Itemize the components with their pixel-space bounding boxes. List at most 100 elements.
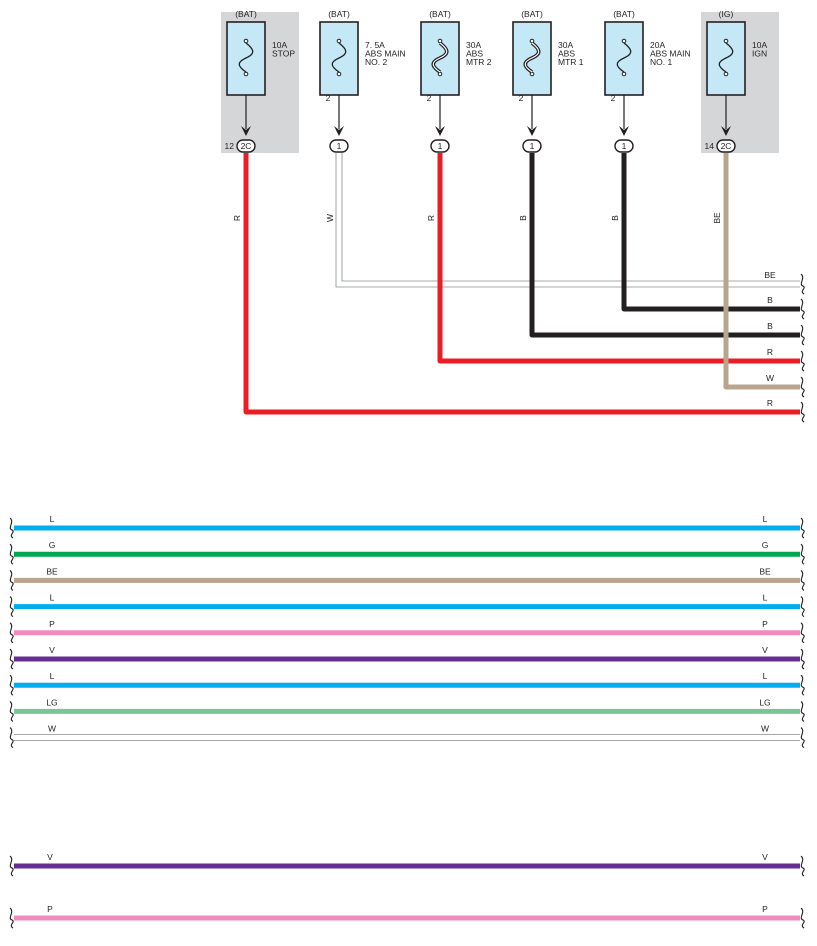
fuse-source-label: (BAT) [429, 9, 451, 19]
wire-break-left [9, 648, 14, 670]
wire-break-left [9, 727, 14, 749]
connector-pin-label: 1 [337, 141, 342, 151]
arrow-head [721, 126, 731, 136]
fuse-symbol [616, 38, 632, 77]
fuse-rating-label: 30A [466, 40, 481, 50]
wire-color-label-left: LG [46, 697, 57, 707]
wire-break-right [800, 401, 805, 423]
fuse-terminal-bottom [621, 71, 627, 77]
wire-break-right [800, 569, 805, 591]
wire-abs-mtr-1 [529, 153, 800, 338]
fuse-rating-label: NO. 1 [650, 57, 672, 67]
connector-number: 12 [225, 141, 235, 151]
wire-break-left [9, 622, 14, 644]
wire-break-left [9, 517, 14, 539]
wire-color-label-left: L [50, 514, 55, 524]
wire-break-right [800, 700, 805, 722]
fuse-rating-label: 7. 5A [365, 40, 385, 50]
wire-break-right [800, 543, 805, 565]
wire-abs-mtr-2 [437, 153, 800, 364]
wire-color-label-left: L [50, 671, 55, 681]
wire-ign [723, 153, 800, 390]
fuse-rating-label: IGN [752, 49, 767, 59]
fuse-rating-label: ABS MAIN [365, 49, 406, 59]
connector-pin [430, 139, 450, 153]
connector-pin-label: 1 [438, 141, 443, 151]
connector-pin-label: 1 [530, 141, 535, 151]
fuse-source-label: (BAT) [328, 9, 350, 19]
fuse-terminal-bottom [723, 71, 729, 77]
wire-break-left [9, 674, 14, 696]
wire-stop [243, 153, 800, 415]
wire-break-left [9, 855, 14, 877]
wire-color-label: B [767, 321, 773, 331]
wire-color-label-left: V [47, 852, 53, 862]
connector-pin [236, 139, 256, 153]
wire-break-left [9, 543, 14, 565]
fuse-terminal-top [243, 38, 249, 44]
connector-pin-label: 2C [721, 141, 732, 151]
fuse-rating-label: STOP [272, 49, 295, 59]
wire-color-label-vertical: BE [712, 212, 722, 224]
wire-color-label: R [767, 347, 773, 357]
wire-break-right [800, 622, 805, 644]
arrow-head [527, 126, 537, 136]
wire-color-label-right: L [763, 671, 768, 681]
arrow-head [241, 126, 251, 136]
wire-break-right [800, 648, 805, 670]
wire-color-label-right: V [762, 645, 768, 655]
connector-abs-main-1: 1 [614, 139, 634, 153]
wire-edge [335, 153, 800, 288]
fuse-rating-label: MTR 2 [466, 57, 492, 67]
wire-abs-main-2 [335, 153, 800, 288]
wire-break-right [800, 298, 805, 320]
connector-abs-main-2: 1 [329, 139, 349, 153]
fuse-rating-label: ABS [466, 49, 483, 59]
wire-color-label-left: BE [46, 566, 58, 576]
fuse-link [238, 42, 254, 73]
wire-color-label-vertical: B [610, 215, 620, 221]
fuse-symbol [238, 38, 254, 77]
fuse-symbol [523, 38, 541, 77]
wire-break-right [800, 596, 805, 618]
fuse-pin-number: 2 [611, 93, 616, 103]
connector-pin [716, 139, 736, 153]
fuse-symbol [331, 38, 347, 77]
wire-color-label: BE [764, 270, 776, 280]
wire-color-label-right: W [761, 724, 769, 734]
connector-abs-mtr-2: 1 [430, 139, 450, 153]
wire-color-label: B [767, 295, 773, 305]
wire-color-label-right: V [762, 852, 768, 862]
wire-color-label-left: G [49, 540, 56, 550]
wire-break-right [800, 907, 805, 929]
arrow-head [334, 126, 344, 136]
fuse-rating-label: ABS MAIN [650, 49, 691, 59]
wire-break-right [800, 350, 805, 372]
wire-color-label-right: P [762, 904, 768, 914]
wire-color-label-left: V [49, 645, 55, 655]
arrow-head [619, 126, 629, 136]
wire-color-label-vertical: R [232, 215, 242, 221]
fuse-source-label: (BAT) [613, 9, 635, 19]
fuse-terminal-bottom [243, 71, 249, 77]
fuse-box [420, 21, 460, 96]
wire-color-label-right: P [762, 619, 768, 629]
fuse-source-label: (BAT) [235, 9, 257, 19]
wire-color-label-vertical: W [325, 214, 335, 222]
fuse-symbol [431, 38, 449, 77]
wire-break-left [9, 700, 14, 722]
wire-break-right [800, 273, 805, 295]
fuse-rating-label: 30A [558, 40, 573, 50]
wire-break-left [9, 569, 14, 591]
fuse-link [718, 42, 734, 73]
wire-break-right [800, 324, 805, 346]
fuse-source-label: (BAT) [521, 9, 543, 19]
wire-break-left [9, 907, 14, 929]
connector-pin [522, 139, 542, 153]
